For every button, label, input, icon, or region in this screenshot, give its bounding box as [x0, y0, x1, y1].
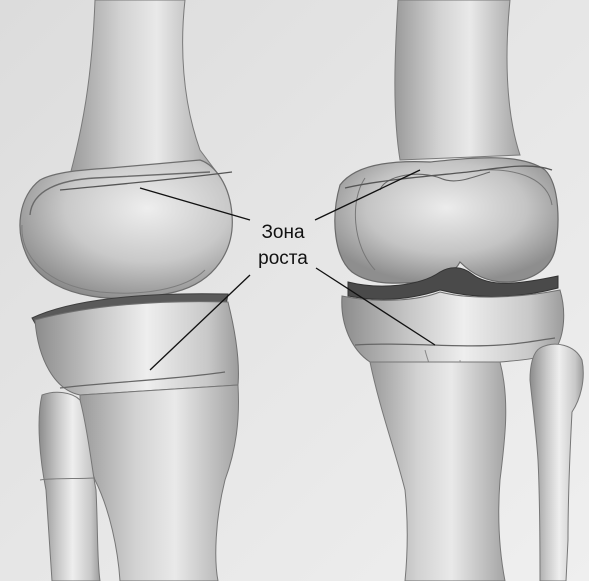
label-line-1: Зона [261, 222, 305, 243]
left-femur-condyle [20, 160, 232, 298]
right-tibia-head [342, 290, 564, 362]
right-femur-condyles [335, 158, 558, 283]
label-line-2: роста [258, 248, 308, 269]
right-femur-shaft [395, 0, 520, 160]
growth-zone-label: Зона роста [250, 212, 316, 272]
